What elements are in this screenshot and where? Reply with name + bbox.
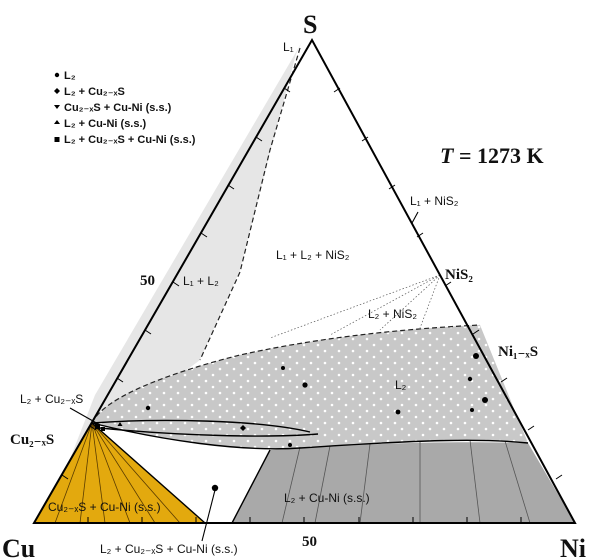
label-l1-l2: L₁ + L₂ xyxy=(183,274,219,288)
temperature-value: = 1273 K xyxy=(453,143,543,168)
temperature-label: T = 1273 K xyxy=(440,143,544,168)
left-axis-50: 50 xyxy=(140,273,155,289)
data-markers xyxy=(95,353,488,492)
region-cu2xs-cuni xyxy=(34,423,205,523)
legend-item-1: L₂ xyxy=(64,70,76,82)
legend-triangle-down-marker xyxy=(54,105,60,109)
label-cu2xs-cuni: Cu₂₋ₓS + Cu-Ni (s.s.) xyxy=(48,500,161,514)
label-l1-nis2: L₁ + NiS₂ xyxy=(410,194,459,208)
legend-diamond-marker xyxy=(54,88,60,94)
corner-label-s: S xyxy=(303,10,317,39)
phase-boundaries xyxy=(91,419,529,524)
corner-label-cu: Cu xyxy=(2,534,35,559)
label-l2-cuni: L₂ + Cu-Ni (s.s.) xyxy=(284,491,370,505)
legend-item-2: L₂ + Cu₂₋ₓS xyxy=(64,86,125,98)
legend-item-5: L₂ + Cu₂₋ₓS + Cu-Ni (s.s.) xyxy=(64,134,196,146)
temperature-var: T xyxy=(440,143,455,168)
label-l2: L₂ xyxy=(395,378,407,392)
label-l2-cu2xs: L₂ + Cu₂₋ₓS xyxy=(20,392,83,406)
tie-lines-nis2 xyxy=(269,274,441,339)
label-ni1xs: Ni₁₋ₓS xyxy=(498,344,538,360)
legend-item-4: L₂ + Cu-Ni (s.s.) xyxy=(64,118,147,130)
region-l2-cuni xyxy=(232,442,575,523)
bottom-axis-50: 50 xyxy=(302,534,317,550)
region-l2 xyxy=(92,325,528,449)
legend-triangle-up-marker xyxy=(54,120,60,124)
tie-lines-gold xyxy=(54,422,181,524)
corner-label-ni: Ni xyxy=(560,534,586,559)
edge-ticks xyxy=(61,87,563,523)
label-l2-nis2: L₂ + NiS₂ xyxy=(368,307,417,321)
legend: L₂ L₂ + Cu₂₋ₓS Cu₂₋ₓS + Cu-Ni (s.s.) L₂ … xyxy=(54,70,196,146)
label-l1-l2-nis2: L₁ + L₂ + NiS₂ xyxy=(276,248,350,262)
label-cu2xs: Cu₂₋ₓS xyxy=(10,432,54,448)
label-l1-top: L₁ xyxy=(283,40,294,54)
legend-item-3: Cu₂₋ₓS + Cu-Ni (s.s.) xyxy=(64,102,172,114)
legend-circle-marker xyxy=(54,72,60,78)
tie-lines-gray xyxy=(281,439,531,524)
label-l2-cu2xs-cuni: L₂ + Cu₂₋ₓS + Cu-Ni (s.s.) xyxy=(100,542,238,556)
leader-lines xyxy=(69,211,419,542)
dashed-boundaries xyxy=(91,47,481,424)
legend-square-marker xyxy=(54,137,60,142)
label-nis2: NiS₂ xyxy=(445,267,473,283)
